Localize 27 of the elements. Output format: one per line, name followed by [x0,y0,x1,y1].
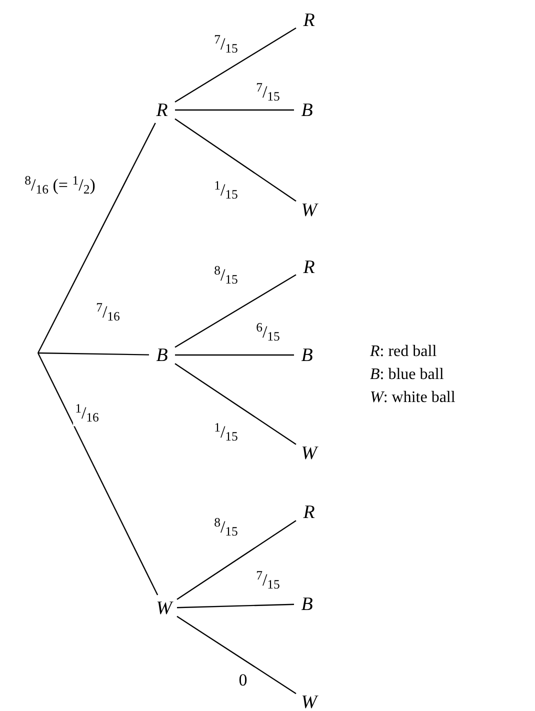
outcome-label: B [149,342,175,368]
legend-text: W: white ball [370,388,456,408]
outcome-label: B [294,342,320,368]
outcome-label: W [296,689,322,711]
outcome-label: B [294,591,320,617]
branch-line [37,122,156,354]
branch-line [174,274,296,348]
outcome-label: W [296,197,322,223]
outcome-label: W [296,440,322,466]
branch-line [175,354,294,356]
branch-line [176,604,294,608]
legend-text: R: red ball [370,342,437,362]
branch-line [38,352,150,356]
branch-line [176,520,296,600]
outcome-label: R [296,254,322,280]
outcome-label: R [296,499,322,525]
branch-line [175,109,294,111]
outcome-label: R [296,7,322,33]
branch-line [174,27,296,103]
branch-line [174,363,296,445]
branch-line [37,352,158,596]
branch-line [174,118,296,202]
outcome-label: W [151,595,177,621]
branch-line [176,616,296,694]
outcome-label: B [294,97,320,123]
legend-text: B: blue ball [370,365,444,385]
outcome-label: R [149,97,175,123]
